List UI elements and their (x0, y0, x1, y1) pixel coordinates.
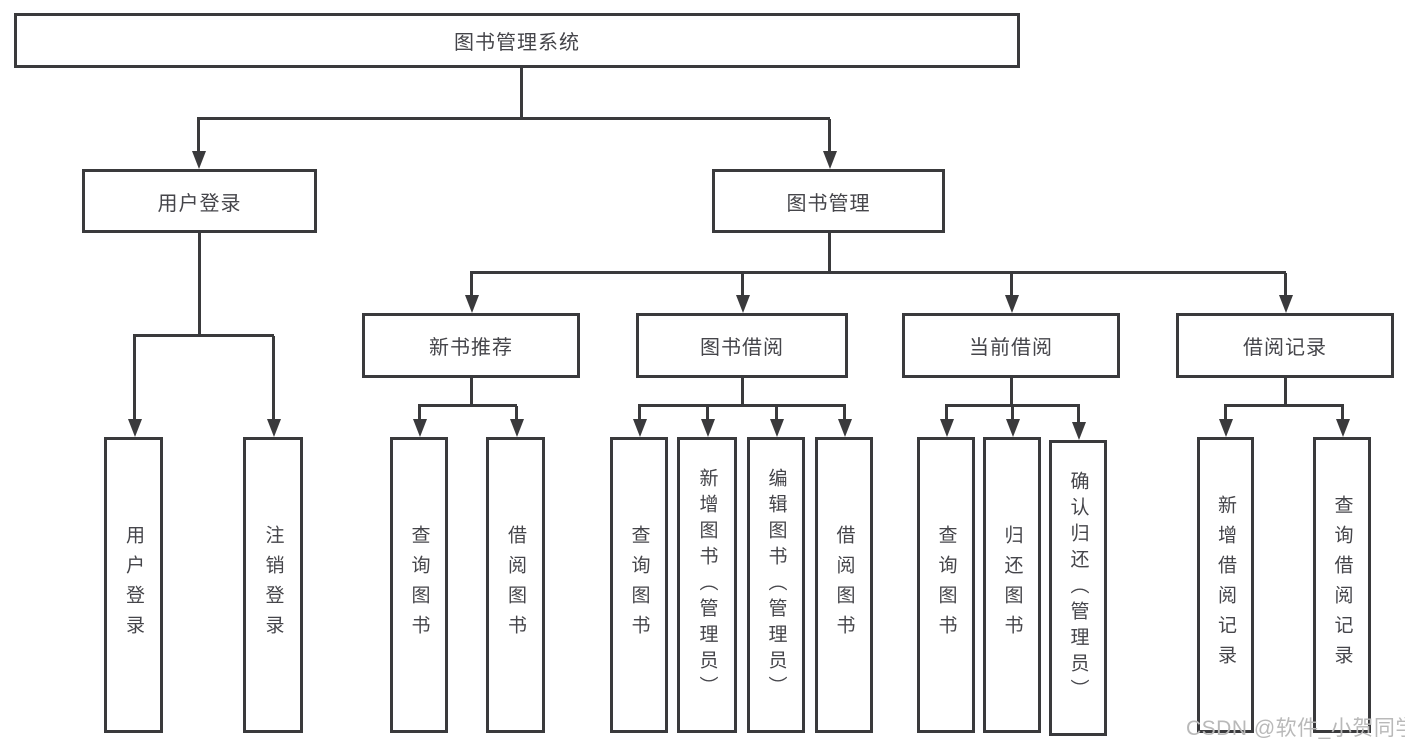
down-arrow (700, 406, 715, 437)
down-arrow (1004, 273, 1019, 313)
leaf-user-login: 用户登录 (104, 437, 163, 733)
down-arrow (464, 273, 479, 313)
node-borrowing-records: 借阅记录 (1176, 313, 1394, 378)
connector-hline (197, 117, 830, 120)
down-arrow (509, 406, 524, 437)
leaf-label: 编辑图书（管理员） (765, 468, 787, 702)
leaf-label: 查询图书 (935, 525, 957, 645)
leaf-edit-books-admin: 编辑图书（管理员） (747, 437, 805, 733)
leaf-label: 新增借阅记录 (1215, 495, 1236, 675)
csdn-watermark: CSDN @软件_小贺同学 (1186, 717, 1405, 740)
node-library-system-root: 图书管理系统 (14, 13, 1020, 68)
down-arrow (412, 406, 427, 437)
connector-hline (945, 404, 1080, 407)
down-arrow (1335, 406, 1350, 437)
leaf-query-books: 查询图书 (610, 437, 668, 733)
down-arrow (769, 406, 784, 437)
leaf-label: 查询图书 (408, 525, 430, 645)
connector-vline (470, 378, 473, 406)
down-arrow (1278, 273, 1293, 313)
down-arrow (1071, 406, 1086, 440)
down-arrow (1005, 406, 1020, 437)
node-label: 新书推荐 (429, 337, 513, 359)
connector-vline (828, 233, 831, 273)
leaf-label: 用户登录 (123, 525, 144, 645)
leaf-label: 确认归还（管理员） (1067, 471, 1089, 705)
leaf-label: 查询借阅记录 (1331, 495, 1353, 675)
leaf-add-borrow-record: 新增借阅记录 (1197, 437, 1254, 733)
node-book-borrowing: 图书借阅 (636, 313, 848, 378)
node-current-borrowing: 当前借阅 (902, 313, 1120, 378)
leaf-query-books: 查询图书 (917, 437, 975, 733)
down-arrow (191, 119, 206, 169)
node-label: 用户登录 (157, 192, 242, 215)
node-book-management: 图书管理 (712, 169, 945, 233)
node-new-book-recommend: 新书推荐 (362, 313, 580, 378)
down-arrow (1218, 406, 1233, 437)
leaf-label: 归还图书 (1001, 525, 1023, 645)
connector-vline (1010, 378, 1013, 406)
connector-vline (741, 378, 744, 406)
node-label: 图书管理 (786, 192, 871, 215)
down-arrow (822, 119, 837, 169)
node-label: 当前借阅 (969, 337, 1053, 359)
down-arrow (266, 336, 281, 437)
node-label: 图书借阅 (700, 337, 784, 359)
down-arrow (735, 273, 750, 313)
connector-vline (198, 233, 201, 336)
down-arrow (939, 406, 954, 437)
leaf-confirm-return-admin: 确认归还（管理员） (1049, 440, 1107, 736)
node-user-login: 用户登录 (82, 169, 317, 233)
leaf-label: 借阅图书 (833, 525, 855, 645)
connector-vline (520, 68, 523, 119)
connector-hline (133, 334, 274, 337)
leaf-label: 新增图书（管理员） (696, 468, 718, 702)
down-arrow (632, 406, 647, 437)
leaf-label: 借阅图书 (505, 525, 526, 645)
leaf-logout: 注销登录 (243, 437, 303, 733)
leaf-query-borrow-record: 查询借阅记录 (1313, 437, 1371, 733)
down-arrow (127, 336, 142, 437)
connector-hline (418, 404, 517, 407)
leaf-borrow-books: 借阅图书 (486, 437, 545, 733)
leaf-label: 注销登录 (262, 525, 284, 645)
leaf-add-books-admin: 新增图书（管理员） (677, 437, 737, 733)
leaf-return-books: 归还图书 (983, 437, 1041, 733)
down-arrow (837, 406, 852, 437)
connector-vline (1284, 378, 1287, 406)
leaf-query-books: 查询图书 (390, 437, 448, 733)
node-label: 图书管理系统 (454, 32, 580, 54)
leaf-label: 查询图书 (628, 525, 650, 645)
connector-hline (638, 404, 846, 407)
connector-hline (1224, 404, 1344, 407)
node-label: 借阅记录 (1243, 337, 1327, 359)
leaf-borrow-books: 借阅图书 (815, 437, 873, 733)
connector-hline (470, 271, 1286, 274)
